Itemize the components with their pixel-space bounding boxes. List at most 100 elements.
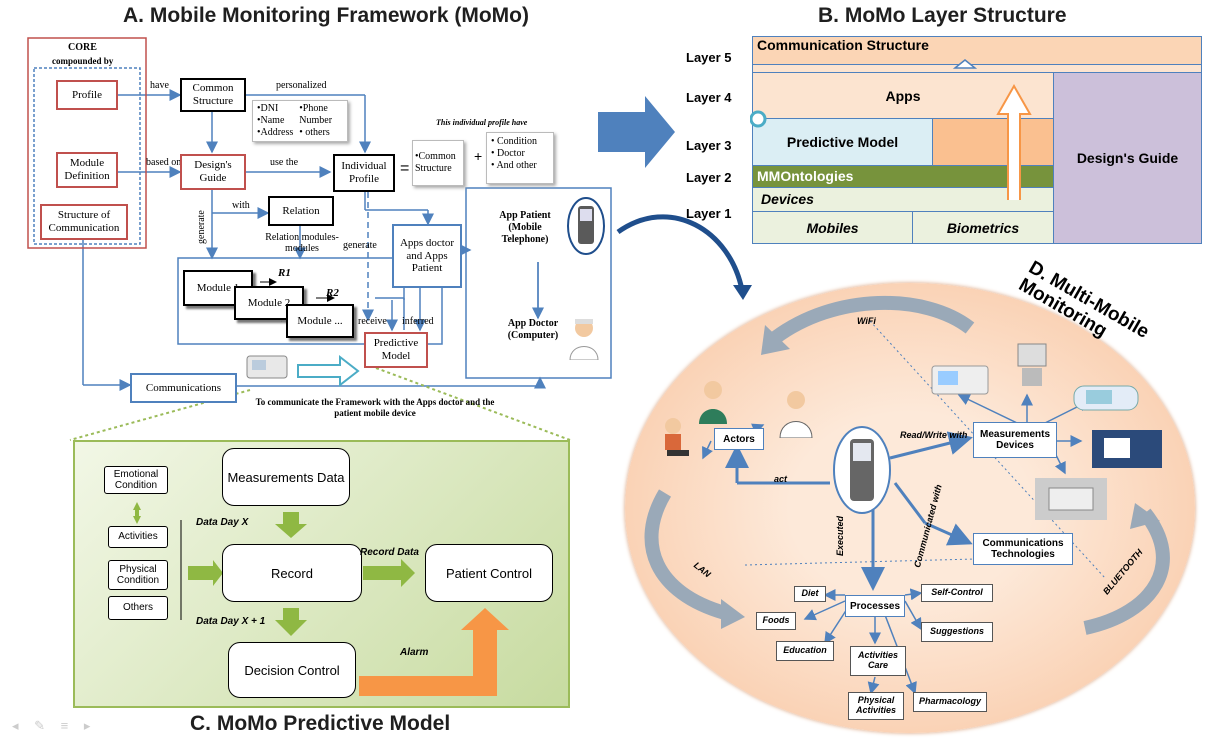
common-structure-box: Common Structure: [180, 78, 246, 112]
layer3-predictive: Predictive Model: [753, 119, 933, 165]
patient-control-box: Patient Control: [425, 544, 553, 602]
cond-doctor: • Doctor: [491, 148, 525, 159]
generate-label: generate: [343, 240, 377, 251]
record-data-label: Record Data: [360, 547, 419, 558]
doctor-actor-image: [695, 378, 731, 424]
data-day-x1-label: Data Day X + 1: [196, 616, 266, 627]
data-day-x-label: Data Day X: [196, 517, 249, 528]
apps-text: Apps: [885, 87, 921, 104]
profile-fields-note: •DNI •Name •Address •Phone Number • othe…: [252, 100, 348, 142]
glucometer-device-image: [1070, 380, 1142, 416]
structure-communication-box: Structure of Communication: [40, 204, 128, 240]
education-box: Education: [776, 641, 834, 661]
layer5-communication: Communication Structure: [753, 37, 1201, 65]
processes-box: Processes: [845, 595, 905, 617]
title-b: B. MoMo Layer Structure: [818, 4, 1067, 27]
biometrics-text: Biometrics: [946, 219, 1020, 236]
layer-5-label: Layer 5: [686, 50, 732, 65]
equals-sign: =: [400, 160, 410, 177]
layer1-biometrics: Biometrics: [913, 211, 1053, 243]
inferred-label: inferred: [402, 316, 434, 327]
predictive-model-box: Predictive Model: [364, 332, 428, 368]
pharmacology-box: Pharmacology: [913, 692, 987, 712]
app-doctor-label: App Doctor (Computer): [507, 318, 559, 341]
suggestions-box: Suggestions: [921, 622, 993, 642]
note-number: Number: [299, 115, 333, 126]
layer2-mmontologies: MMOntologies: [753, 165, 1053, 187]
wifi-label: WiFi: [857, 316, 876, 326]
note-address: •Address: [257, 127, 294, 138]
layer-stack: [752, 36, 1202, 244]
layer-2-label: Layer 2: [686, 170, 732, 185]
record-box: Record: [222, 544, 362, 602]
foods-box: Foods: [756, 612, 796, 630]
physical-condition-box: Physical Condition: [108, 560, 168, 590]
relation-modules-label: Relation modules-modules: [265, 232, 339, 254]
activities-box: Activities: [108, 526, 168, 548]
patient-actor-image: [655, 416, 695, 466]
others-box: Others: [108, 596, 168, 620]
with-label: with: [232, 200, 250, 211]
layer1-devices: Devices: [753, 187, 1053, 211]
self-control-box: Self-Control: [921, 584, 993, 602]
layer-arrows: [750, 59, 1032, 200]
diet-box: Diet: [794, 586, 826, 602]
common-structure-note: •Common Structure: [412, 140, 464, 186]
physical-activities-box: Physical Activities: [848, 692, 904, 720]
communicate-note: To communicate the Framework with the Ap…: [255, 397, 495, 418]
layer5-strip: [753, 65, 1201, 73]
note-name: •Name: [257, 115, 285, 126]
layer-1-label: Layer 1: [686, 206, 732, 221]
apps-doctor-box: Apps doctor and Apps Patient: [392, 224, 462, 288]
individual-profile-box: Individual Profile: [333, 154, 395, 192]
module-3-box: Module ...: [286, 304, 354, 338]
slide-nav-icons[interactable]: ◂ ✎ ≡ ▸: [12, 718, 97, 733]
individual-note-label: This individual profile have: [436, 118, 528, 127]
predictive-arrows: [133, 502, 509, 696]
devices-text: Devices: [761, 191, 814, 207]
cart-device-image: [1012, 342, 1052, 390]
core-label: CORE: [68, 42, 97, 53]
personalized-label: personalized: [276, 80, 327, 91]
module-2-box: Module 2: [234, 286, 304, 320]
compounded-label: compounded by: [52, 56, 114, 66]
emotional-condition-box: Emotional Condition: [104, 466, 168, 494]
layer1-mobiles: Mobiles: [753, 211, 913, 243]
relation-box: Relation: [268, 196, 334, 226]
monitor-device-image: [930, 360, 990, 400]
condition-note: • Condition • Doctor • And other: [486, 132, 554, 184]
note-phone: •Phone: [299, 103, 328, 114]
designs-guide-text: Design's Guide: [1076, 150, 1179, 166]
mobile-phone-image: [566, 196, 606, 256]
comm-tech-box: Communications Technologies: [973, 533, 1073, 565]
app-patient-label: App Patient (Mobile Telephone): [499, 210, 551, 245]
r2-label: R2: [326, 287, 339, 299]
based-on-label: based on: [146, 157, 182, 168]
communications-arrow: [297, 354, 360, 388]
designs-guide-column: Design's Guide: [1053, 73, 1201, 243]
alarm-label: Alarm: [400, 647, 429, 658]
receive-label: receive: [358, 316, 387, 327]
measurements-devices-box: Measurements Devices: [973, 422, 1057, 458]
communications-box: Communications: [130, 373, 237, 403]
act-label: act: [774, 474, 788, 484]
title-c: C. MoMo Predictive Model: [190, 712, 451, 735]
predictive-model-layer-text: Predictive Model: [786, 134, 899, 150]
center-phone-image: [832, 425, 892, 515]
big-arrow-a-to-b: [598, 96, 675, 168]
layer3-orange: [933, 119, 1053, 165]
module-definition-box: Module Definition: [56, 152, 118, 188]
communication-structure-text: Communication Structure: [757, 37, 929, 53]
meter-device-image: [1092, 430, 1162, 468]
blood-pressure-device-image: [245, 350, 291, 382]
layer-4-label: Layer 4: [686, 90, 732, 105]
mobiles-text: Mobiles: [806, 219, 859, 236]
doctor-image: [566, 316, 602, 361]
r1-label: R1: [278, 267, 291, 279]
note-others: • others: [299, 127, 330, 138]
read-write-label: Read/Write with: [900, 430, 968, 440]
layer-3-label: Layer 3: [686, 138, 732, 153]
executed-label: Executed: [835, 515, 845, 556]
plus-sign: +: [474, 148, 483, 164]
